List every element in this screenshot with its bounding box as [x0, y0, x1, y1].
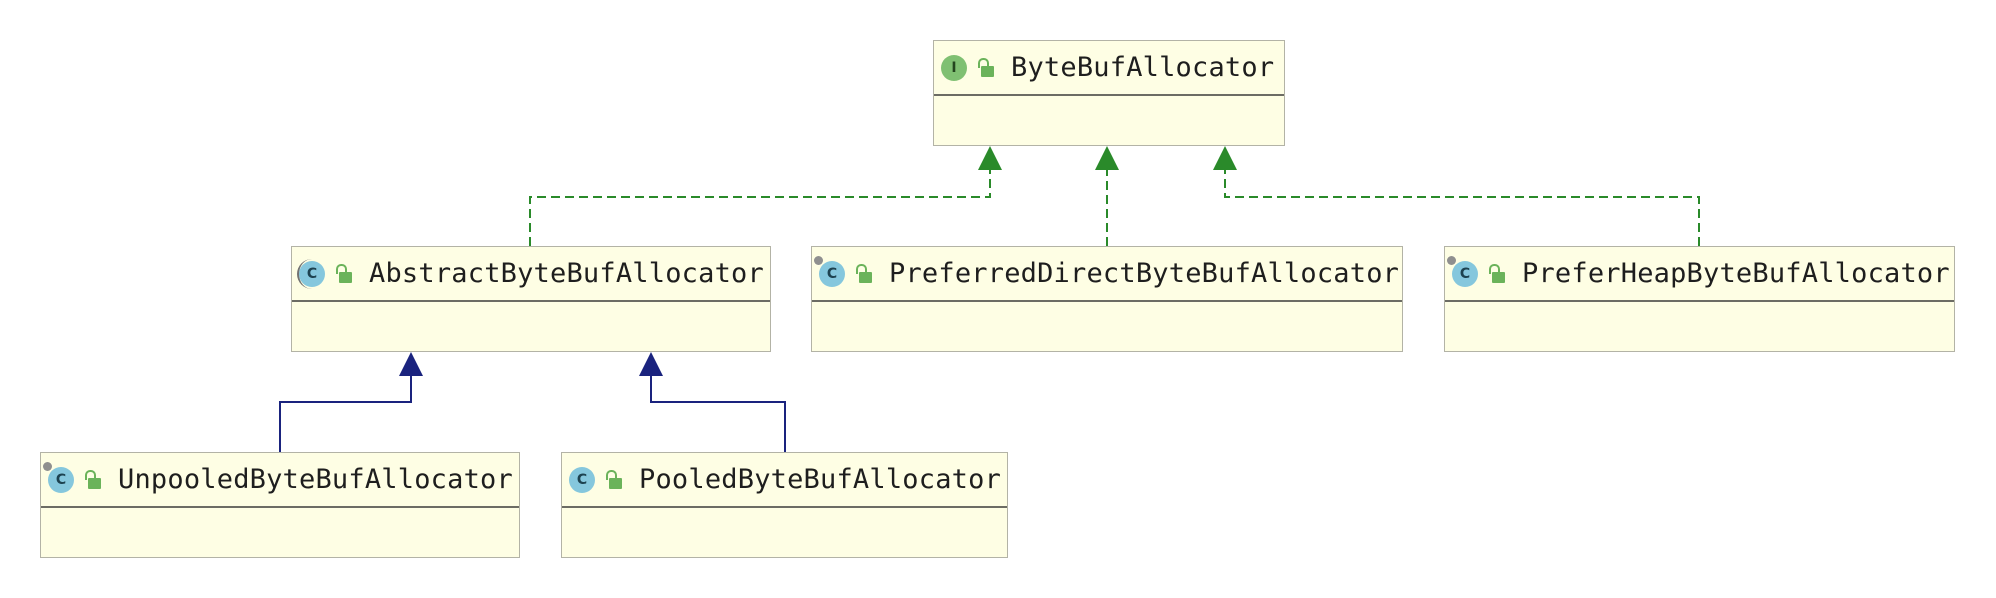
implements-edge — [1095, 146, 1119, 246]
class-node-preferheapbytebufallocator[interactable]: C PreferHeapByteBufAllocator — [1444, 246, 1955, 352]
class-node-pooledbytebufallocator[interactable]: C PooledByteBufAllocator — [561, 452, 1008, 558]
class-icon: C — [814, 255, 845, 287]
class-icon: C — [569, 466, 595, 493]
class-node-header: C PooledByteBufAllocator — [562, 453, 1007, 508]
class-node-preferreddirectbytebufallocator[interactable]: C PreferredDirectByteBufAllocator — [811, 246, 1403, 352]
class-node-header: I ByteBufAllocator — [934, 41, 1284, 96]
pin-icon — [43, 461, 52, 471]
class-name: ByteBufAllocator — [1011, 52, 1275, 83]
arrowhead-icon — [399, 352, 423, 376]
edge-line — [1224, 168, 1700, 246]
class-node-unpooledbytebufallocator[interactable]: C UnpooledByteBufAllocator — [40, 452, 520, 558]
public-access-icon — [604, 469, 624, 491]
class-name: PooledByteBufAllocator — [639, 464, 1002, 495]
public-access-icon — [854, 263, 874, 285]
class-name: UnpooledByteBufAllocator — [118, 464, 513, 495]
class-icon: C — [43, 461, 74, 493]
class-node-abstractbytebufallocator[interactable]: C AbstractByteBufAllocator — [291, 246, 771, 352]
arrowhead-icon — [1213, 146, 1237, 170]
public-access-icon — [83, 469, 103, 491]
class-name: PreferredDirectByteBufAllocator — [889, 258, 1400, 289]
implements-edge — [1213, 146, 1700, 246]
edge-line — [529, 168, 991, 246]
public-access-icon — [976, 57, 996, 79]
pin-icon — [814, 255, 823, 265]
arrowhead-icon — [1095, 146, 1119, 170]
public-access-icon — [1487, 263, 1507, 285]
class-node-header: C AbstractByteBufAllocator — [292, 247, 770, 302]
interface-icon: I — [941, 54, 967, 81]
class-node-header: C UnpooledByteBufAllocator — [41, 453, 519, 508]
pin-icon — [1447, 255, 1456, 265]
edge-line — [279, 374, 412, 452]
extends-edge — [279, 352, 423, 452]
abstract-class-icon: C — [297, 258, 325, 289]
extends-edge — [639, 352, 786, 452]
edge-line — [650, 374, 786, 452]
public-access-icon — [334, 263, 354, 285]
arrowhead-icon — [639, 352, 663, 376]
implements-edge — [529, 146, 1002, 246]
class-icon: C — [1447, 255, 1478, 287]
class-node-header: C PreferHeapByteBufAllocator — [1445, 247, 1954, 302]
class-node-bytebufallocator[interactable]: I ByteBufAllocator — [933, 40, 1285, 146]
class-name: PreferHeapByteBufAllocator — [1522, 258, 1950, 289]
class-node-header: C PreferredDirectByteBufAllocator — [812, 247, 1402, 302]
arrowhead-icon — [978, 146, 1002, 170]
class-name: AbstractByteBufAllocator — [369, 258, 764, 289]
